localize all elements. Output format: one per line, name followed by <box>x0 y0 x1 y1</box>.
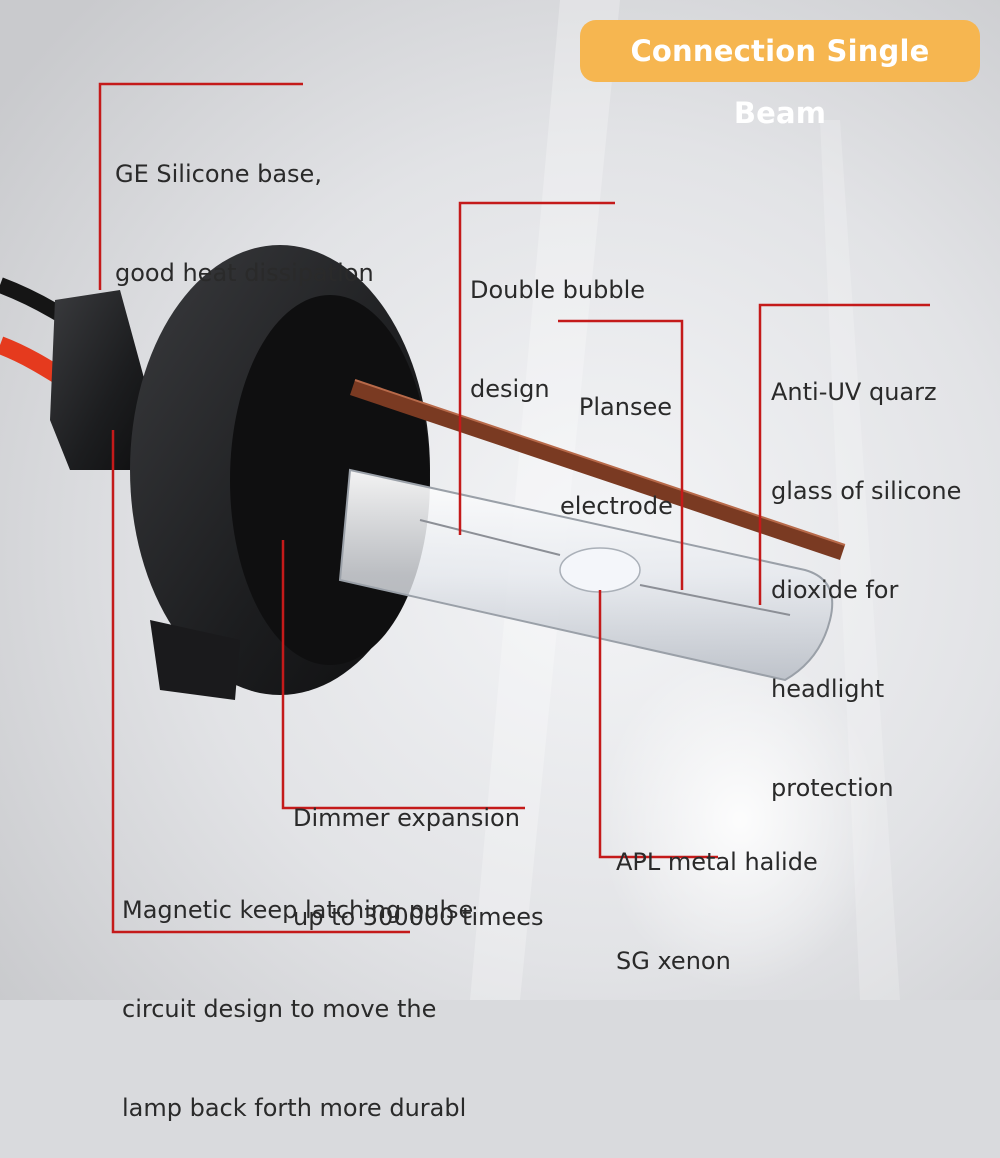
callout-text-line: GE Silicone base, <box>115 160 322 188</box>
callout-double-bubble: Double bubble design <box>470 208 645 439</box>
callout-text-line: headlight <box>771 675 885 703</box>
callout-text-line: Anti-UV quarz <box>771 378 937 406</box>
callout-text-line: protection <box>771 774 894 802</box>
callout-text-line: Dimmer expansion <box>293 804 520 832</box>
callout-text-line: dioxide for <box>771 576 899 604</box>
callout-text-line: design <box>470 375 550 403</box>
callout-text-line: up to 300000 timees <box>293 903 544 931</box>
callout-text-line: Magnetic keep latching pulse <box>122 896 474 924</box>
callout-text-line: circuit design to move the <box>122 995 437 1023</box>
callout-text-line: APL metal halide <box>616 848 818 876</box>
callout-text-line: SG xenon <box>616 947 731 975</box>
callout-text-line: lamp back forth more durabl <box>122 1094 467 1122</box>
callout-text-line: Plansee <box>578 393 672 421</box>
callout-metal-halide: APL metal halide SG xenon <box>616 780 818 1011</box>
callout-anti-uv-quartz: Anti-UV quarz glass of silicone dioxide … <box>771 310 961 838</box>
callout-text-line: good heat dissipation <box>115 259 374 287</box>
callout-text-line: electrode <box>560 492 673 520</box>
callout-magnetic-latching: Magnetic keep latching pulse circuit des… <box>122 828 473 1158</box>
connection-badge: Connection Single Beam <box>580 20 980 130</box>
callout-text-line: glass of silicone <box>771 477 962 505</box>
callout-dimmer-expansion: Dimmer expansion up to 300000 timees <box>293 736 544 967</box>
callout-plansee-electrode: Plansee electrode <box>560 325 673 556</box>
callout-ge-base: GE Silicone base, good heat dissipation <box>115 92 374 323</box>
callout-text-line: Double bubble <box>470 276 646 304</box>
